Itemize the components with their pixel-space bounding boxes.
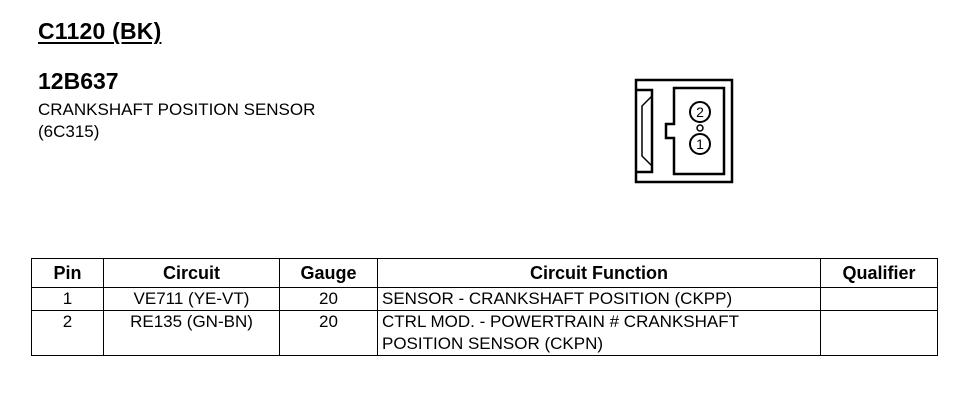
cell-qualifier [820, 287, 938, 311]
header-circuit: Circuit [103, 258, 280, 288]
cell-circuit-function: SENSOR - CRANKSHAFT POSITION (CKPP) [377, 287, 821, 311]
cell-gauge: 20 [279, 310, 378, 356]
component-code: (6C315) [38, 122, 100, 141]
connector-housing [634, 78, 734, 184]
function-line: CTRL MOD. - POWERTRAIN # CRANKSHAFT [382, 312, 740, 331]
pin-2-terminal: 2 [689, 101, 711, 123]
table-row: 2 RE135 (GN-BN) 20 CTRL MOD. - POWERTRAI… [31, 310, 938, 356]
cell-gauge: 20 [279, 287, 378, 311]
cell-circuit: RE135 (GN-BN) [103, 310, 280, 356]
cell-circuit: VE711 (YE-VT) [103, 287, 280, 311]
header-circuit-function: Circuit Function [377, 258, 821, 288]
cell-circuit-function: CTRL MOD. - POWERTRAIN # CRANKSHAFT POSI… [377, 310, 821, 356]
pin-1-label: 1 [696, 136, 704, 152]
connector-cavity [664, 86, 726, 176]
part-number: 12B637 [38, 68, 119, 94]
header-qualifier: Qualifier [820, 258, 938, 288]
connector-latch-inner [641, 95, 653, 167]
cell-pin: 1 [31, 287, 104, 311]
pin-table: Pin Circuit Gauge Circuit Function Quali… [31, 258, 938, 356]
header-gauge: Gauge [279, 258, 378, 288]
pin-1-terminal: 1 [689, 133, 711, 155]
header-pin: Pin [31, 258, 104, 288]
function-line: SENSOR - CRANKSHAFT POSITION (CKPP) [382, 289, 733, 308]
connector-id: C1120 (BK) [38, 18, 162, 44]
table-header-row: Pin Circuit Gauge Circuit Function Quali… [31, 258, 938, 288]
table-row: 1 VE711 (YE-VT) 20 SENSOR - CRANKSHAFT P… [31, 287, 938, 311]
pin-keying-dot [696, 124, 704, 132]
pin-2-label: 2 [696, 104, 704, 120]
cell-qualifier [820, 310, 938, 356]
connector-latch [636, 88, 654, 174]
component-name: CRANKSHAFT POSITION SENSOR [38, 100, 316, 119]
function-line: POSITION SENSOR (CKPN) [382, 334, 604, 353]
cell-pin: 2 [31, 310, 104, 356]
connector-face-diagram: 2 1 [634, 78, 734, 184]
